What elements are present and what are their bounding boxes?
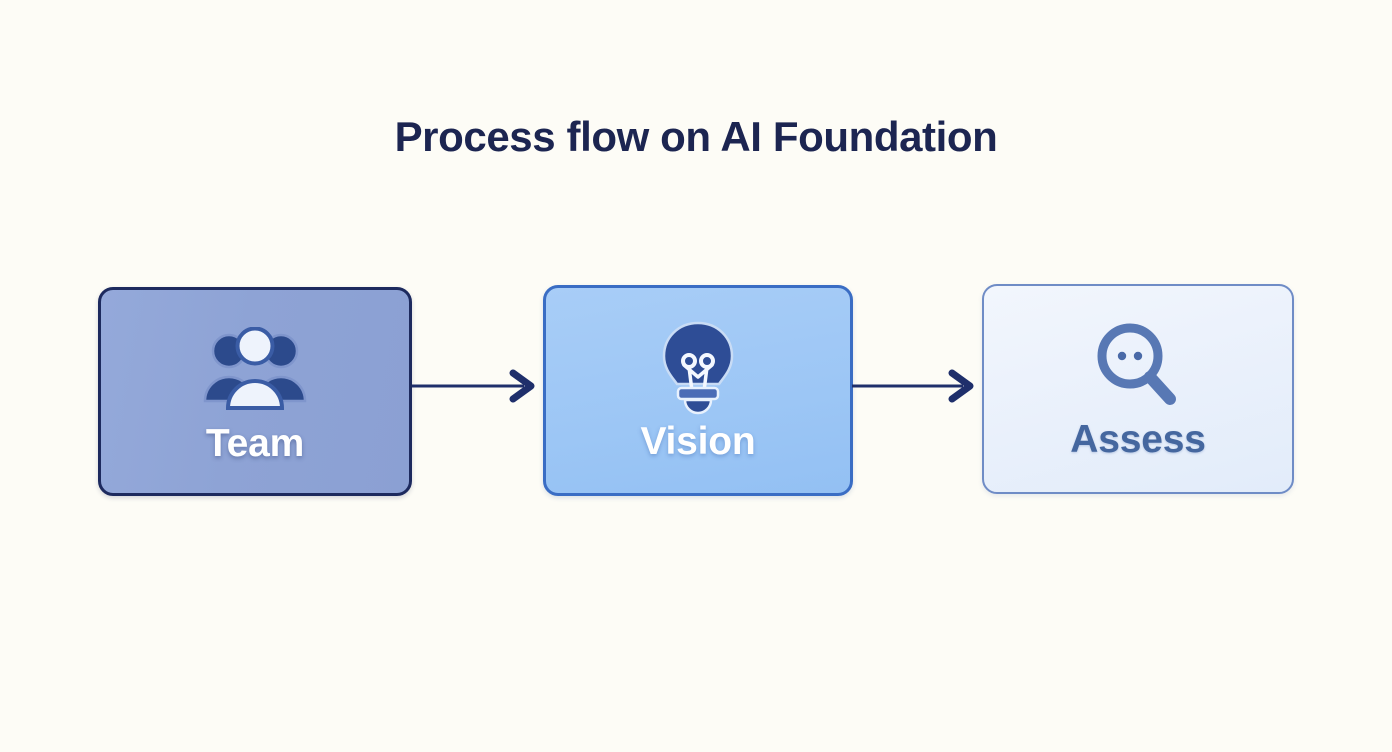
page-title: Process flow on AI Foundation [394,113,998,160]
flow-node-vision[interactable]: Vision [543,285,853,496]
flow-node-team[interactable]: Team [98,287,412,496]
magnifier-icon [1086,320,1190,412]
connector-team-to-vision [412,366,545,406]
flow-node-label-team: Team [205,422,305,465]
flow-node-label-assess: Assess [1070,418,1206,461]
lightbulb-icon [646,321,750,415]
people-group-icon [203,324,307,416]
flow-node-label-vision: Vision [640,420,756,463]
flow-node-assess[interactable]: Assess [982,284,1294,494]
connector-vision-to-assess [852,366,984,406]
